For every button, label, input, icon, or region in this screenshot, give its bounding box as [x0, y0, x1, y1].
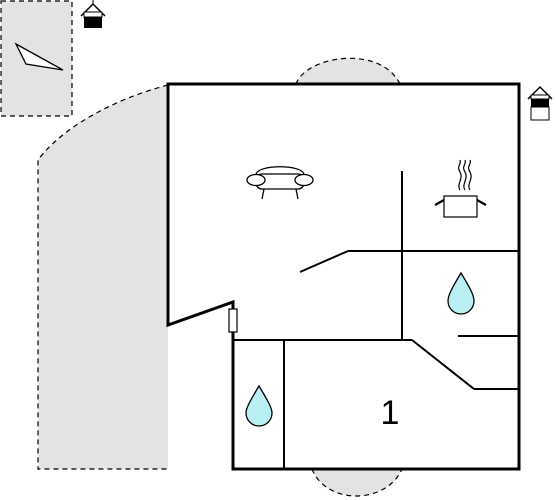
sofa-icon: [246, 166, 314, 200]
entrance-icon: [527, 85, 553, 121]
exterior-walls: [166, 82, 521, 471]
water-drop-icon: [245, 384, 273, 427]
bay-top-outline: [295, 57, 401, 85]
door-icon: [228, 308, 238, 333]
cooking-pot-icon: [434, 159, 487, 218]
north-arrow-icon: [14, 42, 64, 71]
entrance-icon: [80, 0, 106, 28]
bay-top: [296, 58, 400, 84]
room-number-label: 1: [381, 394, 400, 432]
terrace-left: [38, 85, 168, 469]
bay-bottom-outline: [311, 468, 403, 497]
north-arrow-area: [0, 0, 73, 117]
water-drop-icon: [447, 271, 475, 315]
interior-walls: [233, 171, 519, 469]
bay-bottom: [312, 469, 402, 496]
